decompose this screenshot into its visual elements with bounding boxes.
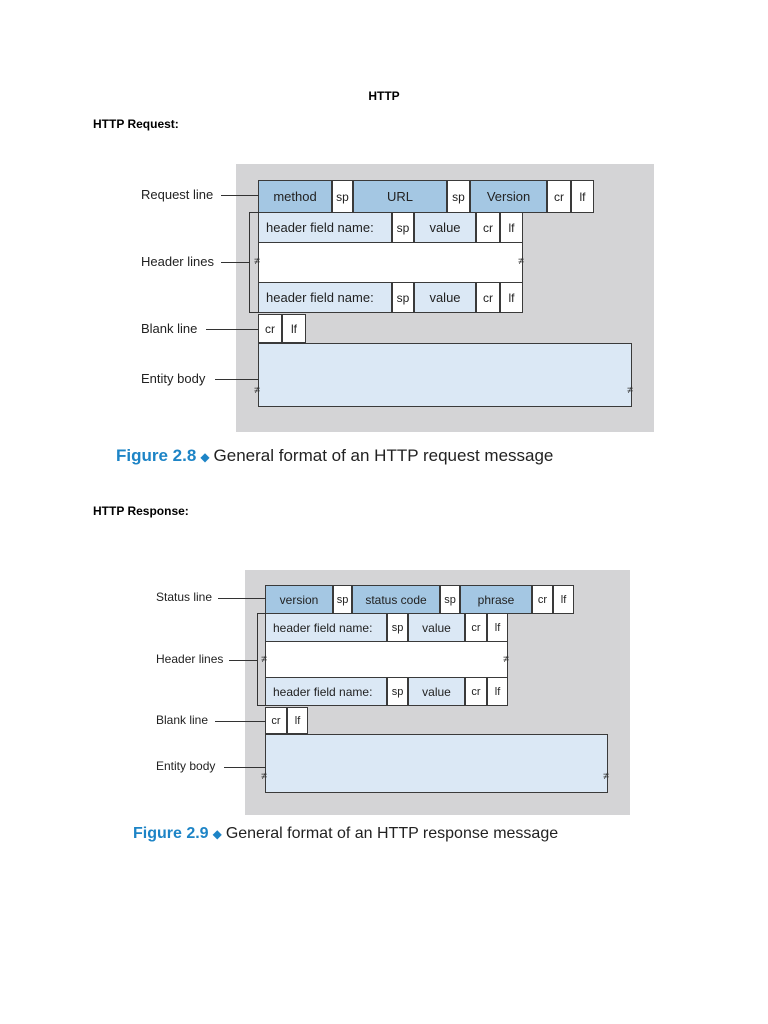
response-figure-caption: Figure 2.9◆General format of an HTTP res… (133, 825, 558, 843)
break-mark-icon: ≠ (254, 384, 261, 396)
status-line-leader (218, 598, 266, 599)
request-header-cr: cr (476, 282, 500, 313)
request-section-heading: HTTP Request: (93, 117, 179, 131)
request-method-field: method (258, 180, 332, 213)
caption-text: General format of an HTTP request messag… (213, 446, 554, 465)
response-sp-field: sp (333, 585, 352, 614)
request-header-sp: sp (392, 212, 414, 243)
response-header-sp: sp (387, 613, 408, 642)
response-header-lf: lf (487, 677, 508, 706)
figure-number: Figure 2.9 (133, 825, 209, 842)
response-sp-field: sp (440, 585, 460, 614)
request-version-field: Version (470, 180, 547, 213)
request-url-field: URL (353, 180, 447, 213)
status-line-label: Status line (156, 590, 213, 604)
request-line-leader (221, 195, 259, 196)
blank-line-leader (215, 721, 266, 722)
break-mark-icon: ≠ (261, 653, 268, 665)
response-version-field: version (265, 585, 333, 614)
response-header-lf: lf (487, 613, 508, 642)
response-blank-lf: lf (287, 707, 308, 734)
diamond-icon: ◆ (212, 827, 222, 841)
blank-line-label: Blank line (156, 713, 209, 727)
response-header-field-name: header field name: (265, 613, 387, 642)
request-header-field-name: header field name: (258, 212, 392, 243)
blank-line-label: Blank line (141, 321, 198, 336)
response-entity-body (265, 734, 608, 793)
header-lines-label: Header lines (141, 254, 214, 269)
header-lines-bracket (249, 212, 250, 313)
bracket-top (249, 212, 259, 213)
request-lf-field: lf (571, 180, 594, 213)
response-header-sp: sp (387, 677, 408, 706)
break-mark-icon: ≠ (503, 653, 510, 665)
request-header-field-name: header field name: (258, 282, 392, 313)
entity-body-label: Entity body (156, 759, 216, 773)
request-line-label: Request line (141, 187, 214, 202)
page-title: HTTP (368, 89, 400, 103)
break-mark-icon: ≠ (518, 255, 525, 267)
break-mark-icon: ≠ (603, 770, 610, 782)
request-header-lf: lf (500, 212, 523, 243)
request-header-value: value (414, 212, 476, 243)
request-header-sp: sp (392, 282, 414, 313)
caption-text: General format of an HTTP response messa… (225, 825, 559, 842)
response-cr-field: cr (532, 585, 553, 614)
request-header-cr: cr (476, 212, 500, 243)
response-header-value: value (408, 677, 465, 706)
break-mark-icon: ≠ (261, 770, 268, 782)
entity-body-leader (224, 767, 266, 768)
response-header-cr: cr (465, 677, 487, 706)
break-mark-icon: ≠ (254, 255, 261, 267)
figure-number: Figure 2.8 (116, 446, 197, 465)
header-lines-bracket (257, 613, 258, 706)
bracket-bottom (257, 705, 266, 706)
response-phrase-field: phrase (460, 585, 532, 614)
response-lf-field: lf (553, 585, 574, 614)
request-figure-caption: Figure 2.8◆General format of an HTTP req… (116, 446, 553, 466)
request-header-lf: lf (500, 282, 523, 313)
response-blank-cr: cr (265, 707, 287, 734)
request-sp-field: sp (447, 180, 470, 213)
response-header-value: value (408, 613, 465, 642)
bracket-top (257, 613, 266, 614)
diamond-icon: ◆ (200, 450, 210, 464)
header-lines-leader (221, 262, 249, 263)
response-status-code-field: status code (352, 585, 440, 614)
break-mark-icon: ≠ (627, 384, 634, 396)
blank-line-leader (206, 329, 259, 330)
request-blank-cr: cr (258, 314, 282, 343)
request-blank-lf: lf (282, 314, 306, 343)
response-header-cr: cr (465, 613, 487, 642)
request-cr-field: cr (547, 180, 571, 213)
entity-body-label: Entity body (141, 371, 206, 386)
request-header-value: value (414, 282, 476, 313)
header-lines-leader (229, 660, 257, 661)
header-lines-label: Header lines (156, 652, 224, 666)
request-sp-field: sp (332, 180, 353, 213)
entity-body-leader (215, 379, 259, 380)
bracket-bottom (249, 312, 259, 313)
request-entity-body (258, 343, 632, 407)
response-header-lines-area (265, 641, 508, 678)
response-header-field-name: header field name: (265, 677, 387, 706)
request-header-lines-area (258, 242, 523, 283)
response-section-heading: HTTP Response: (93, 504, 189, 518)
